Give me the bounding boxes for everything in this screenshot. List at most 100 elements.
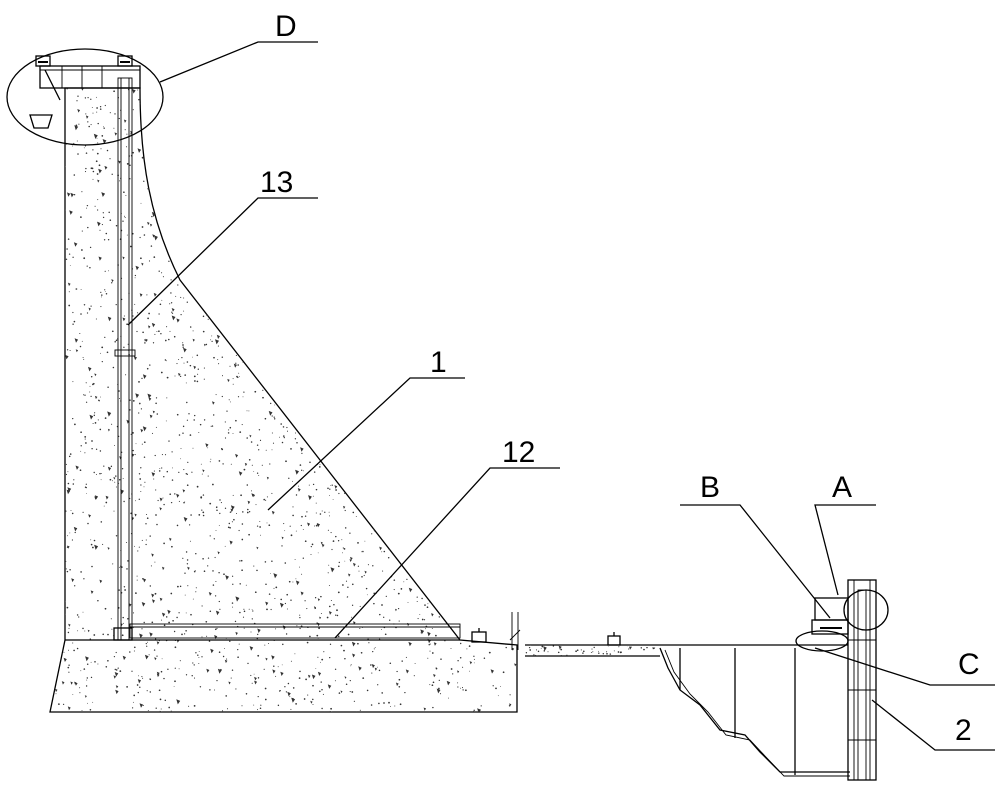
aggregate [486, 309, 489, 313]
speck [246, 290, 249, 293]
speck [393, 385, 395, 387]
aggregate [446, 115, 450, 121]
speck [368, 469, 371, 471]
speck [417, 406, 419, 408]
speck [111, 173, 113, 175]
speck [186, 419, 189, 421]
aggregate [111, 279, 114, 283]
speck [175, 295, 177, 297]
speck [432, 513, 434, 515]
speck [482, 313, 484, 315]
speck [344, 527, 347, 529]
speck [385, 595, 387, 598]
speck [153, 478, 155, 480]
speck [226, 102, 229, 104]
speck [504, 229, 506, 231]
aggregate [491, 316, 494, 320]
speck [471, 256, 473, 259]
aggregate [287, 691, 291, 697]
aggregate [50, 185, 55, 190]
speck [71, 512, 74, 515]
aggregate [229, 540, 233, 545]
speck [347, 282, 350, 285]
speck [212, 584, 215, 586]
speck [229, 640, 231, 643]
speck [420, 108, 423, 110]
speck [63, 261, 65, 263]
speck [203, 367, 205, 369]
aggregate [137, 148, 142, 153]
speck [61, 536, 63, 538]
aggregate [382, 203, 387, 209]
speck [337, 540, 340, 542]
aggregate [280, 159, 283, 162]
aggregate [423, 707, 427, 711]
speck [109, 158, 111, 160]
speck [407, 554, 409, 556]
speck [493, 501, 496, 504]
aggregate [427, 631, 431, 637]
speck [468, 543, 469, 545]
speck [460, 642, 462, 645]
aggregate [141, 602, 146, 607]
speck [93, 634, 96, 636]
speck [513, 88, 515, 89]
aggregate [329, 710, 333, 712]
speck [435, 341, 437, 343]
speck [73, 479, 75, 481]
speck [135, 500, 137, 502]
speck [271, 492, 273, 494]
speck [301, 341, 304, 344]
speck [264, 357, 266, 359]
speck [129, 245, 132, 248]
speck [425, 291, 428, 294]
speck [494, 154, 496, 157]
speck [374, 227, 377, 230]
speck [503, 324, 504, 326]
speck [90, 676, 93, 679]
speck [107, 386, 109, 389]
speck [275, 628, 277, 630]
speck [385, 288, 388, 291]
speck [367, 564, 369, 566]
speck [342, 455, 345, 458]
speck [206, 292, 208, 294]
speck [476, 587, 478, 589]
speck [309, 635, 311, 638]
speck [132, 400, 135, 402]
speck [344, 509, 346, 512]
speck [135, 592, 137, 594]
aggregate [51, 227, 55, 231]
speck [318, 359, 319, 361]
speck [198, 514, 201, 516]
speck [165, 360, 167, 362]
speck [483, 397, 486, 399]
speck [352, 583, 354, 586]
speck [262, 382, 264, 385]
speck [446, 456, 449, 458]
speck [419, 111, 421, 113]
speck [134, 303, 136, 305]
speck [286, 252, 288, 255]
speck [462, 689, 464, 691]
speck [402, 181, 404, 184]
speck [88, 125, 91, 128]
speck [413, 246, 416, 249]
speck [331, 147, 333, 149]
speck [505, 520, 508, 523]
speck [61, 348, 63, 350]
speck [265, 449, 267, 451]
speck [79, 469, 82, 472]
speck [283, 435, 285, 437]
aggregate [285, 388, 288, 392]
speck [328, 585, 330, 586]
speck [48, 166, 49, 167]
aggregate [575, 658, 578, 662]
aggregate [295, 469, 299, 475]
speck [435, 170, 438, 173]
speck [401, 464, 404, 467]
speck [360, 240, 362, 242]
aggregate [420, 293, 424, 298]
speck [480, 417, 482, 419]
speck [454, 180, 457, 182]
